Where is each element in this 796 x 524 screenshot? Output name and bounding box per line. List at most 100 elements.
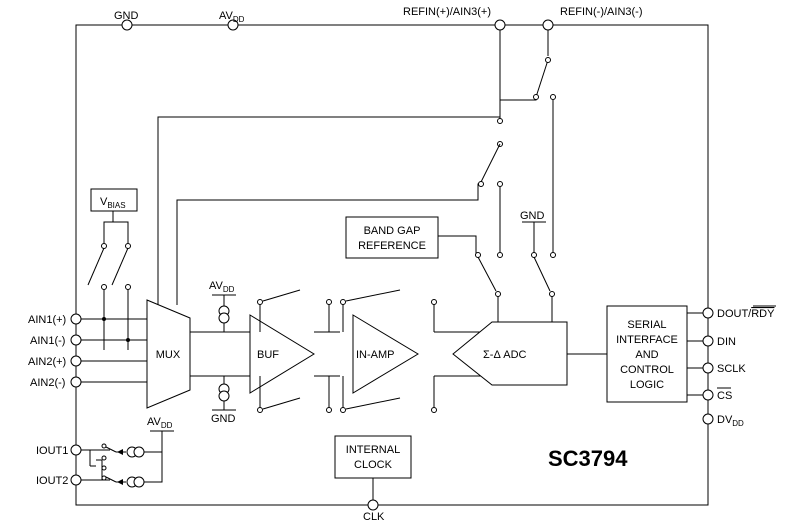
- refin-pos-label: REFIN(+)/AIN3(+): [403, 6, 491, 18]
- current-source-top: [218, 312, 230, 324]
- iout1-label: IOUT1: [36, 445, 68, 457]
- refin-pos-pin: [494, 19, 506, 31]
- switch-node: [257, 299, 263, 305]
- inamp-bypass-top: [342, 304, 435, 332]
- ain1n-label: AIN1(-): [30, 335, 65, 347]
- switch-node: [101, 284, 107, 290]
- signal-bus: [190, 331, 250, 377]
- switch-node: [340, 407, 346, 413]
- inamp-label: IN-AMP: [356, 349, 395, 361]
- avdd-buf-bar: [212, 294, 236, 306]
- buf-bypass-top: [259, 304, 330, 332]
- serial-interface-block: [606, 305, 688, 403]
- refin-neg-label: REFIN(-)/AIN3(-): [560, 6, 643, 18]
- iout2-label: IOUT2: [36, 475, 68, 487]
- buf-bypass-switch-top: [262, 289, 301, 302]
- ain2n-label: AIN2(-): [30, 377, 65, 389]
- vbias-block: [90, 188, 138, 212]
- refin-neg-pin: [542, 19, 554, 31]
- avdd-pin-label: AVDD: [219, 10, 245, 24]
- ain3-to-mux-wire: [157, 116, 501, 305]
- switch-node: [257, 407, 263, 413]
- vbias-label: VBIAS: [100, 196, 126, 210]
- dout-label: DOUT/RDY: [717, 308, 775, 320]
- switch-node: [549, 291, 555, 297]
- switch-node: [497, 118, 503, 124]
- ain2p-pin: [70, 355, 82, 367]
- switch-node: [533, 94, 539, 100]
- din-pin: [702, 335, 714, 347]
- switch-node: [531, 252, 537, 258]
- clock-label: CLOCK: [354, 459, 393, 471]
- switch-node: [478, 181, 484, 187]
- switch-node: [101, 243, 107, 249]
- internal-clock-block: [334, 435, 412, 479]
- sclk-label: SCLK: [717, 363, 746, 375]
- inamp-bypass-switch-bot: [345, 397, 401, 410]
- adc-label: Σ-Δ ADC: [483, 349, 527, 361]
- switch-node: [326, 407, 332, 413]
- iout-cross-wire: [89, 450, 103, 480]
- inamp-bypass-bot: [342, 376, 435, 408]
- avdd-buf-label: AVDD: [209, 280, 235, 294]
- ain2n-pin: [70, 376, 82, 388]
- chip-outline: [75, 24, 709, 506]
- refn-switch: [533, 256, 551, 292]
- bandgap-label: BAND GAP: [364, 225, 421, 237]
- switch-node: [101, 465, 107, 471]
- switch-node: [101, 443, 107, 449]
- switch-node: [475, 252, 481, 258]
- vbias-switch-1: [87, 247, 105, 286]
- ain3-neg-route: [500, 99, 537, 101]
- din-label: DIN: [717, 336, 736, 348]
- ain1p-pin: [70, 313, 82, 325]
- bandgap-out-wire: [438, 235, 477, 254]
- gnd-ref-bar: [522, 221, 546, 254]
- switch-node: [125, 284, 131, 290]
- buf-bypass-switch-bot: [262, 397, 301, 410]
- iout1-arrowhead: [117, 449, 123, 455]
- part-number: SC3794: [548, 446, 628, 471]
- buf-label: BUF: [257, 349, 279, 361]
- cs-label: CS: [717, 390, 732, 402]
- switch-node: [326, 299, 332, 305]
- switch-node: [101, 475, 107, 481]
- buf-bypass-bot: [259, 376, 330, 408]
- ain1n-pin: [70, 334, 82, 346]
- gnd-ref-label: GND: [520, 210, 545, 222]
- vbias-switch-2: [111, 247, 129, 286]
- iout1-current-source: [133, 446, 145, 458]
- serial-label: SERIAL: [627, 319, 666, 331]
- ain2p-label: AIN2(+): [28, 356, 66, 368]
- iout2-pin: [70, 474, 82, 486]
- signal-bus: [314, 331, 340, 377]
- bandgap-label: REFERENCE: [358, 240, 426, 252]
- gnd-buf-label: GND: [211, 413, 236, 425]
- switch-node: [497, 252, 503, 258]
- current-source-bot: [218, 390, 230, 402]
- gnd-pin-label: GND: [114, 10, 139, 22]
- ain1p-label: AIN1(+): [28, 314, 66, 326]
- clk-pin: [367, 499, 379, 511]
- gnd-buf-bar: [212, 401, 236, 411]
- dvdd-label: DVDD: [717, 414, 744, 428]
- avdd-iout-label: AVDD: [147, 416, 173, 430]
- refp-switch: [477, 256, 497, 292]
- iout2-arrowhead: [117, 479, 123, 485]
- bandgap-block: [345, 216, 439, 259]
- switch-node: [340, 299, 346, 305]
- switch-node: [550, 252, 556, 258]
- ain3-switch: [535, 59, 549, 98]
- iout1-pin: [70, 444, 82, 456]
- avdd-pin: [227, 19, 239, 31]
- cs-pin: [702, 389, 714, 401]
- switch-node: [497, 181, 503, 187]
- clock-label: INTERNAL: [346, 444, 400, 456]
- serial-label: INTERFACE: [616, 334, 678, 346]
- wire-junction: [102, 317, 106, 321]
- mux-label: MUX: [156, 349, 181, 361]
- switch-node: [431, 407, 437, 413]
- sclk-pin: [702, 362, 714, 374]
- dvdd-pin: [702, 413, 714, 425]
